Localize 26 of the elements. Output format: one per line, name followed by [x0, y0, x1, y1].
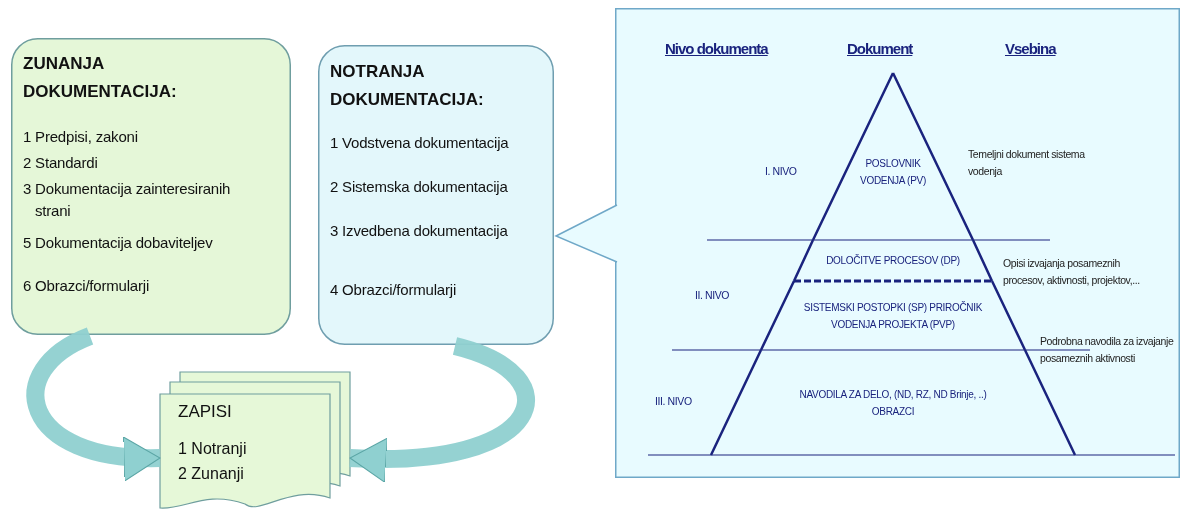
box-heading: NOTRANJA DOKUMENTACIJA: — [330, 61, 485, 111]
tier-text: POSLOVNIK VODENJA (PV) — [859, 157, 927, 188]
list-item: 2 Sistemska dokumentacija — [330, 177, 509, 197]
tier-text: NAVODILA ZA DELO, (ND, RZ, ND Brinje, ..) OBRAZCI — [798, 388, 988, 419]
list-item: 2 Standardi — [23, 153, 99, 173]
column-heading: Nivo dokumenta — [665, 40, 770, 57]
level-label: I. NIVO — [765, 164, 798, 179]
curved-arrow — [349, 337, 535, 482]
tier-text: DOLOČITVE PROCESOV (DP) — [825, 253, 961, 268]
callout-pointer — [554, 204, 618, 263]
list-item: 1 Predpisi, zakoni — [23, 127, 139, 147]
description-text: Temeljni dokument sistema vodenja — [968, 147, 1086, 179]
list-item: 3 Dokumentacija zainteresiranih strani — [23, 179, 232, 221]
list-item: 6 Obrazci/formularji — [23, 276, 151, 296]
list-item: 1 Vodstvena dokumentacija — [330, 133, 510, 153]
column-heading: Vsebina — [1005, 40, 1058, 57]
level-label: II. NIVO — [695, 288, 731, 303]
level-label: III. NIVO — [655, 394, 693, 409]
column-heading: Dokument — [847, 40, 914, 57]
box-heading: ZUNANJA DOKUMENTACIJA: — [23, 53, 178, 103]
description-text: Podrobna navodila za izvajanje posameznih aktivnosti — [1040, 334, 1175, 366]
description-text: Opisi izvajanja posameznih procesov, aktivnosti, projektov,... — [1003, 256, 1141, 288]
tier-text: SISTEMSKI POSTOPKI (SP) PRIROČNIK VODENJA PROJEKTA (PVP) — [802, 300, 984, 332]
list-item: 5 Dokumentacija dobaviteljev — [23, 233, 214, 253]
list-item: 3 Izvedbena dokumentacija — [330, 221, 509, 241]
list-item: 4 Obrazci/formularji — [330, 280, 458, 300]
